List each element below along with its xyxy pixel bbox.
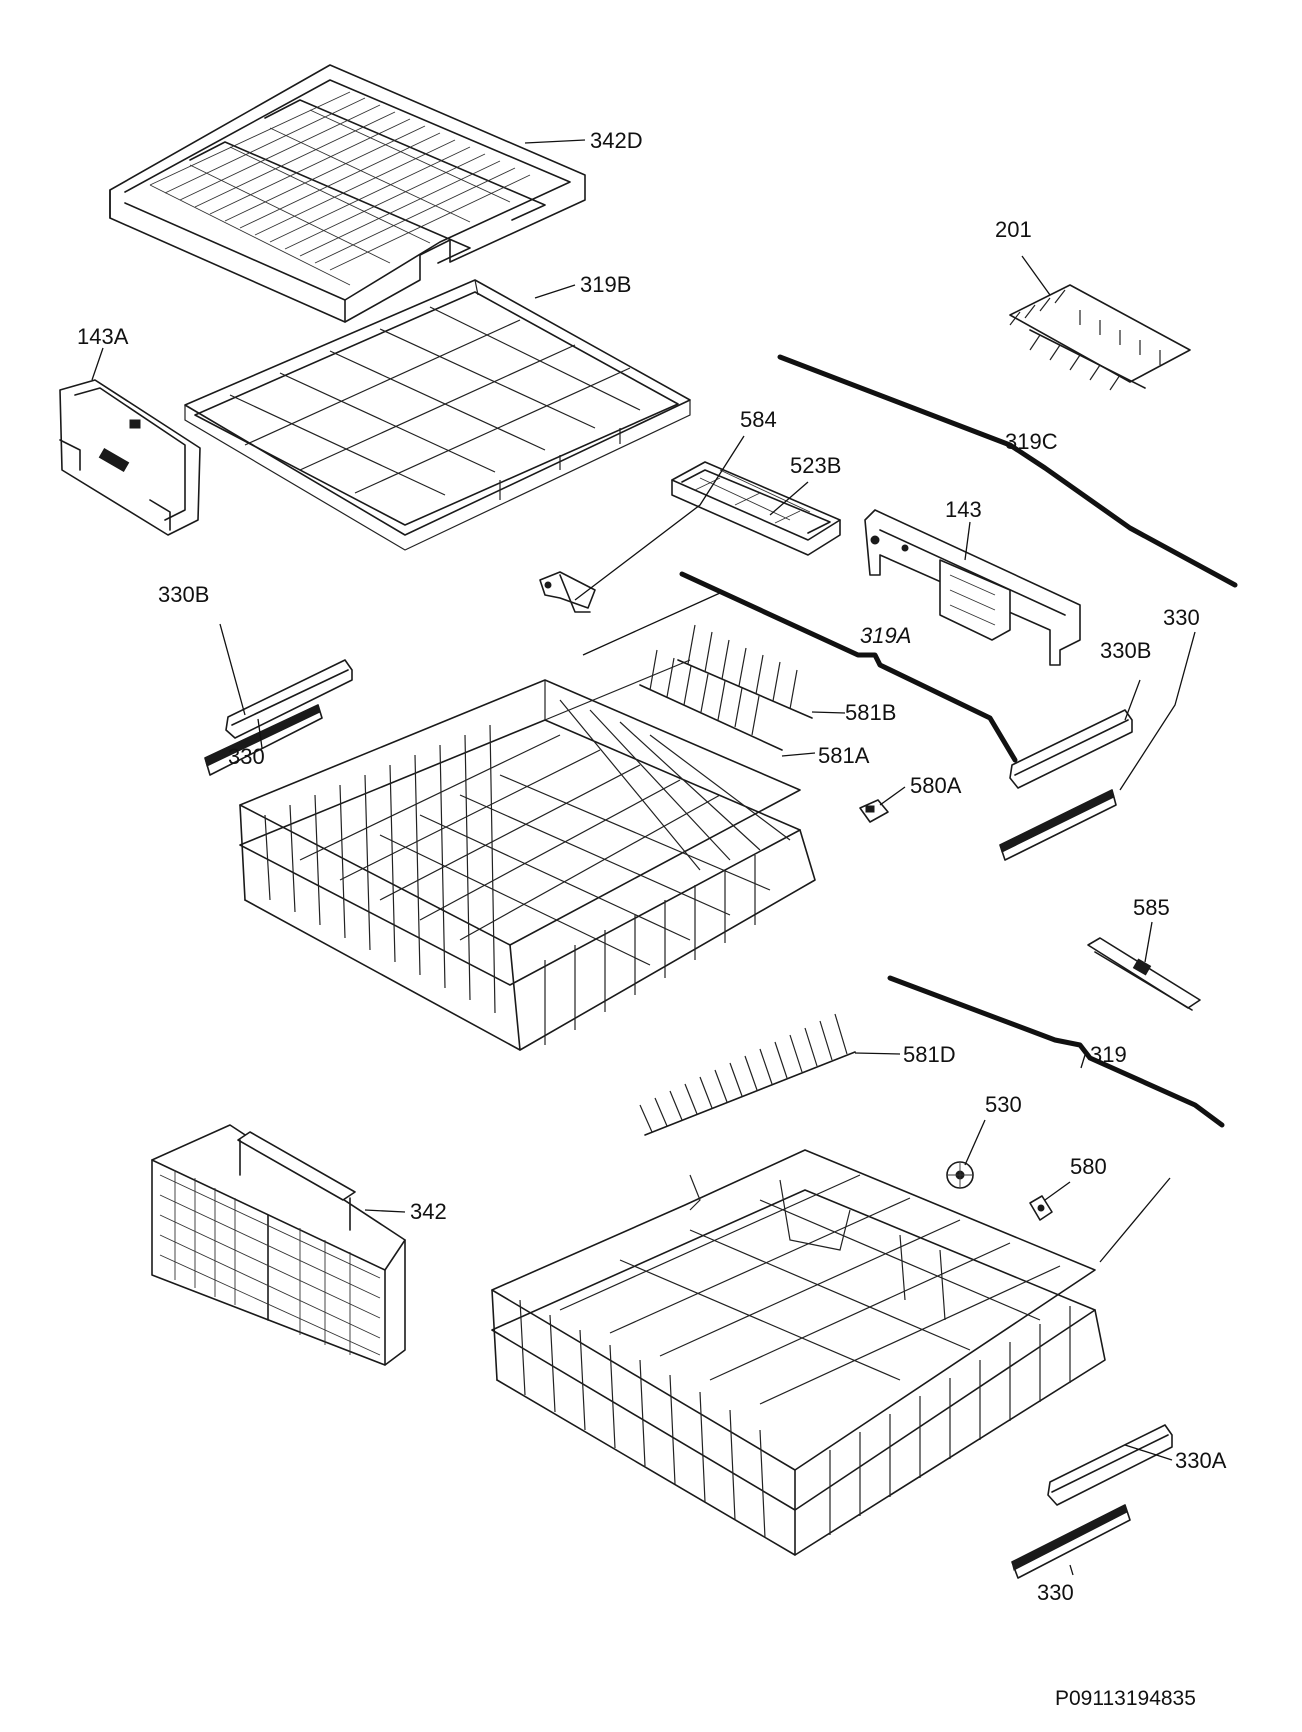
label-201: 201	[995, 217, 1032, 242]
part-319a-rail	[679, 571, 1018, 763]
part-581b-tines	[677, 624, 813, 719]
label-319a: 319A	[860, 623, 911, 648]
part-330b-right-strip	[1009, 709, 1133, 789]
part-330-bottom-strip	[1011, 1504, 1131, 1579]
label-584: 584	[740, 407, 777, 432]
part-330-left-strip	[204, 704, 323, 776]
part-330a-strip	[1047, 1424, 1173, 1506]
label-330-bottom: 330	[1037, 1580, 1074, 1605]
label-330b-right: 330B	[1100, 638, 1151, 663]
label-319: 319	[1090, 1042, 1127, 1067]
label-143a: 143A	[77, 324, 129, 349]
part-342-cutlery-basket	[151, 1124, 406, 1366]
part-319-rail	[887, 975, 1225, 1128]
part-584-clip	[539, 571, 596, 613]
part-580a	[859, 799, 889, 823]
part-581a-tines	[639, 649, 783, 751]
part-581d-tines	[639, 1013, 856, 1136]
callout-labels: 342D 201 319B 143A 584 319C 523B 143 330…	[77, 128, 1227, 1605]
label-585: 585	[1133, 895, 1170, 920]
part-342d-cutlery-tray	[109, 64, 586, 323]
label-581d: 581D	[903, 1042, 956, 1067]
label-330-right-top: 330	[1163, 605, 1200, 630]
label-530: 530	[985, 1092, 1022, 1117]
part-upper-basket	[239, 592, 816, 1051]
part-585	[1087, 937, 1201, 1011]
part-319b-rack-frame	[184, 279, 691, 551]
label-330a: 330A	[1175, 1448, 1227, 1473]
part-319c-rail	[777, 354, 1238, 588]
label-143: 143	[945, 497, 982, 522]
label-580: 580	[1070, 1154, 1107, 1179]
label-319c: 319C	[1005, 429, 1058, 454]
document-id: P09113194835	[1055, 1687, 1196, 1710]
leader-lines	[91, 139, 1196, 1576]
part-lower-basket	[491, 1149, 1171, 1556]
label-581b: 581B	[845, 700, 896, 725]
label-342d: 342D	[590, 128, 643, 153]
part-530-wheel	[946, 1161, 974, 1189]
part-523b-holder	[671, 461, 841, 556]
label-580a: 580A	[910, 773, 962, 798]
part-330b-left-strip	[225, 659, 353, 739]
part-330-right-strip	[999, 789, 1117, 861]
label-581a: 581A	[818, 743, 870, 768]
part-580-clip	[1029, 1195, 1053, 1221]
part-201-clips	[1009, 284, 1191, 391]
label-330b-left: 330B	[158, 582, 209, 607]
label-523b: 523B	[790, 453, 841, 478]
part-143-bracket	[864, 509, 1081, 666]
label-330-left: 330	[228, 744, 265, 769]
label-342: 342	[410, 1199, 447, 1224]
label-319b: 319B	[580, 272, 631, 297]
part-143a-bracket	[59, 379, 201, 536]
